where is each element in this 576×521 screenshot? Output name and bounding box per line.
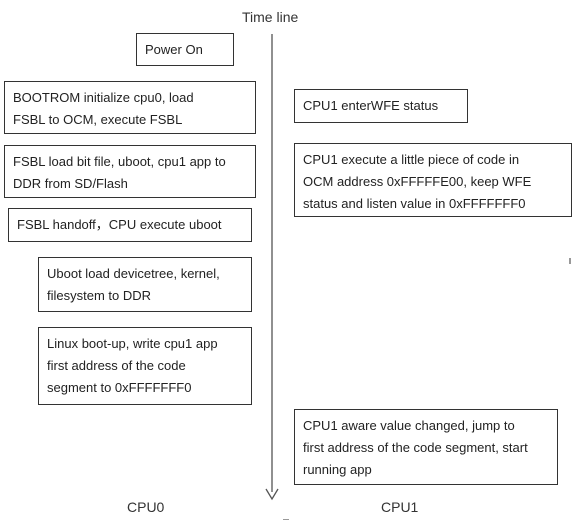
cpu0-step-uboot-load: Uboot load devicetree, kernel, filesyste…	[38, 257, 252, 312]
cpu0-step-linux-boot: Linux boot-up, write cpu1 app first addr…	[38, 327, 252, 405]
cpu0-step-bootrom: BOOTROM initialize cpu0, load FSBL to OC…	[4, 81, 256, 134]
cpu0-step-power-on: Power On	[136, 33, 234, 66]
cpu1-step-enter-wfe: CPU1 enterWFE status	[294, 89, 468, 123]
cpu0-label: CPU0	[127, 499, 165, 515]
cpu1-step-ocm-listen: CPU1 execute a little piece of code in O…	[294, 143, 572, 217]
baseline-mark	[283, 519, 289, 520]
cpu0-step-fsbl-load: FSBL load bit file, uboot, cpu1 app to D…	[4, 145, 256, 198]
cpu0-step-fsbl-handoff: FSBL handoff，CPU execute uboot	[8, 208, 252, 242]
timeline-label: Time line	[242, 9, 299, 25]
cpu1-step-jump-run: CPU1 aware value changed, jump to first …	[294, 409, 558, 485]
cpu1-label: CPU1	[381, 499, 419, 515]
edge-mark	[569, 258, 571, 264]
